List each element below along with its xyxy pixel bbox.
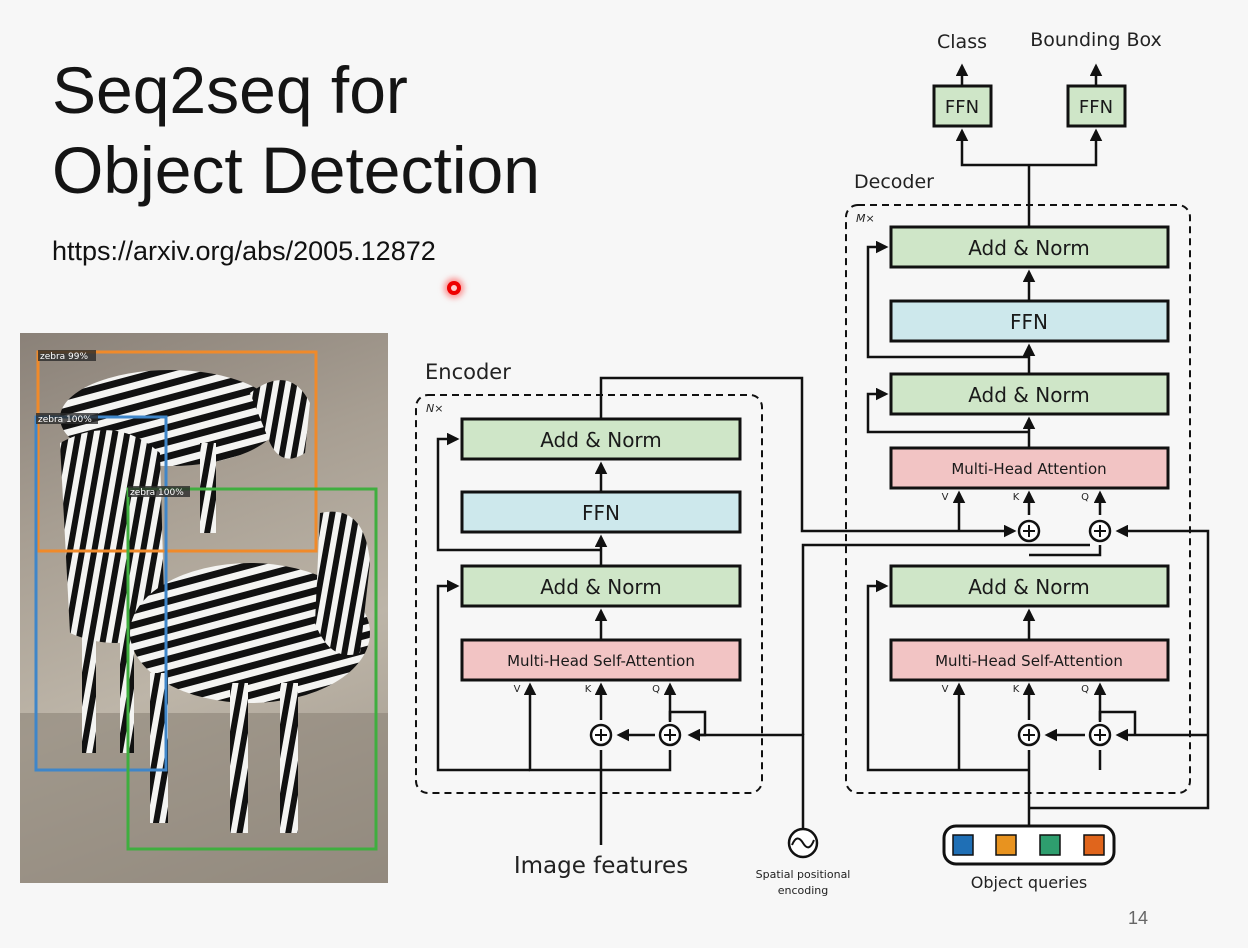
encoder-q-label: Q xyxy=(652,684,660,695)
detection-label: zebra 100% xyxy=(38,415,92,425)
query-token xyxy=(1083,834,1105,856)
slide-title: Seq2seq for Object Detection xyxy=(52,50,540,210)
laser-pointer xyxy=(447,281,461,295)
encoder-add-norm-top-label: Add & Norm xyxy=(540,428,662,452)
query-token xyxy=(995,834,1017,856)
encoder-self-attention xyxy=(460,638,742,682)
decoder-cross-attention xyxy=(889,446,1170,490)
decoder-k2-label: K xyxy=(1013,684,1020,695)
decoder-self-attention-label: Multi-Head Self-Attention xyxy=(935,652,1123,670)
detection-box-green xyxy=(126,487,378,851)
encoder-add-norm-top xyxy=(460,417,742,461)
detection-label: zebra 100% xyxy=(130,488,184,498)
object-queries-label: Object queries xyxy=(971,873,1088,892)
bbox-ffn-label: FFN xyxy=(1079,97,1113,118)
encoder-k-label: K xyxy=(585,684,592,695)
decoder-add-norm-top xyxy=(889,225,1170,269)
detection-box-orange xyxy=(36,350,318,553)
zebra-photo: zebra 99% zebra 100% zebra 100% xyxy=(20,333,388,883)
encoder-frame xyxy=(415,394,763,794)
title-line-1: Seq2seq for xyxy=(52,53,408,127)
query-token xyxy=(1039,834,1061,856)
decoder-add-norm-bottom xyxy=(889,564,1170,608)
decoder-q1-label: Q xyxy=(1081,492,1089,503)
decoder-v1-label: V xyxy=(942,492,949,503)
decoder-frame xyxy=(845,204,1191,794)
detection-label: zebra 99% xyxy=(40,352,89,362)
query-token xyxy=(952,834,974,856)
encoder-ffn xyxy=(460,490,742,534)
spatial-encoding-label-1: Spatial positional xyxy=(756,868,851,881)
class-ffn-label: FFN xyxy=(945,97,979,118)
decoder-k1-label: K xyxy=(1013,492,1020,503)
decoder-cross-attention-label: Multi-Head Attention xyxy=(951,460,1106,478)
decoder-ffn-label: FFN xyxy=(1010,310,1048,334)
decoder-add-norm-bottom-label: Add & Norm xyxy=(968,575,1090,599)
image-features-label: Image features xyxy=(514,853,688,879)
title-line-2: Object Detection xyxy=(52,133,540,207)
encoder-add-norm-bottom xyxy=(460,564,742,608)
spatial-encoding-label-2: encoding xyxy=(778,884,829,897)
paper-link[interactable]: https://arxiv.org/abs/2005.12872 xyxy=(52,236,436,266)
decoder-add-norm-mid-label: Add & Norm xyxy=(968,383,1090,407)
encoder-self-attention-label: Multi-Head Self-Attention xyxy=(507,652,695,670)
detection-box-blue xyxy=(34,415,168,772)
class-output-label: Class xyxy=(937,31,987,53)
decoder-q2-label: Q xyxy=(1081,684,1089,695)
encoder-ffn-label: FFN xyxy=(582,501,620,525)
decoder-title: Decoder xyxy=(854,171,934,193)
encoder-repeat: N× xyxy=(426,402,443,415)
page-number: 14 xyxy=(1128,908,1149,928)
encoder-v-label: V xyxy=(514,684,521,695)
decoder-v2-label: V xyxy=(942,684,949,695)
decoder-repeat: M× xyxy=(856,212,875,225)
decoder-add-norm-top-label: Add & Norm xyxy=(968,236,1090,260)
encoder-title: Encoder xyxy=(425,360,511,384)
object-queries-container xyxy=(942,824,1116,866)
encoder-add-norm-bottom-label: Add & Norm xyxy=(540,575,662,599)
bbox-output-label: Bounding Box xyxy=(1030,29,1162,51)
